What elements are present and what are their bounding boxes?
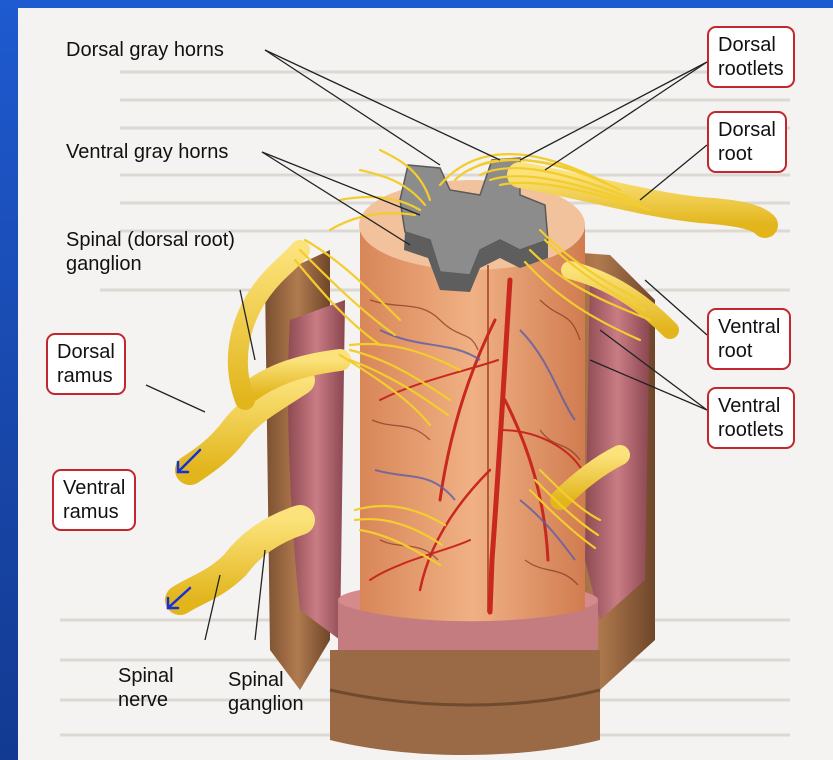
label-line: Spinal (dorsal root): [66, 228, 235, 252]
label-ventral-root: Ventral root: [707, 308, 791, 370]
label-line: root: [718, 339, 780, 363]
label-ventral-gray-horns: Ventral gray horns: [66, 140, 228, 164]
label-line: Dorsal: [57, 340, 115, 364]
label-dorsal-rootlets: Dorsal rootlets: [707, 26, 795, 88]
label-line: ganglion: [228, 692, 304, 716]
label-dorsal-gray-horns: Dorsal gray horns: [66, 38, 224, 62]
label-line: rootlets: [718, 57, 784, 81]
label-line: ramus: [57, 364, 115, 388]
label-line: Dorsal: [718, 118, 776, 142]
label-line: rootlets: [718, 418, 784, 442]
label-line: Spinal: [228, 668, 304, 692]
label-line: Dorsal: [718, 33, 784, 57]
label-line: Spinal: [118, 664, 174, 688]
label-spinal-ganglion: Spinal ganglion: [228, 668, 304, 716]
label-line: root: [718, 142, 776, 166]
label-ventral-ramus: Ventral ramus: [52, 469, 136, 531]
label-spinal-dorsal-root-ganglion: Spinal (dorsal root) ganglion: [66, 228, 235, 276]
label-dorsal-root: Dorsal root: [707, 111, 787, 173]
label-spinal-nerve: Spinal nerve: [118, 664, 174, 712]
label-line: Ventral: [718, 394, 784, 418]
label-line: nerve: [118, 688, 174, 712]
base-sheath: [330, 650, 600, 755]
label-line: ramus: [63, 500, 125, 524]
label-line: Ventral: [718, 315, 780, 339]
label-ventral-rootlets: Ventral rootlets: [707, 387, 795, 449]
label-dorsal-ramus: Dorsal ramus: [46, 333, 126, 395]
label-line: Ventral: [63, 476, 125, 500]
label-line: ganglion: [66, 252, 235, 276]
